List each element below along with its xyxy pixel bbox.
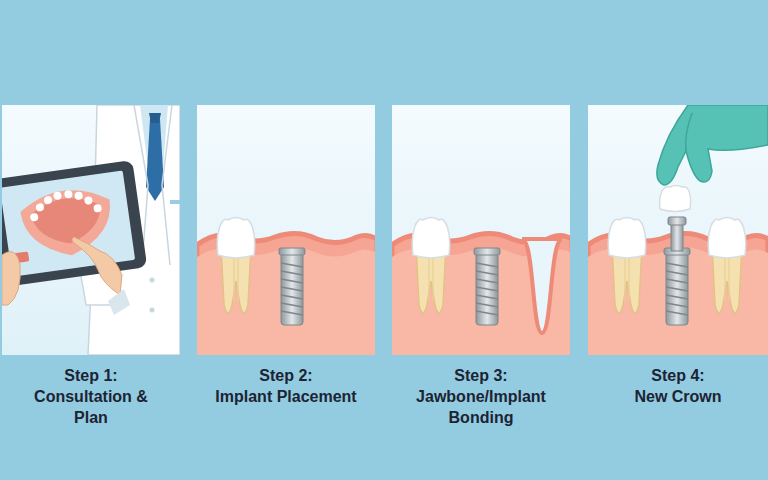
consultation-panel xyxy=(0,105,180,355)
step-panel: Step 2:Implant Placement xyxy=(197,105,375,355)
step-caption: Step 4:New Crown xyxy=(589,365,767,407)
step-number: Step 3: xyxy=(392,365,570,386)
step-caption: Step 3:Jawbone/Implant Bonding xyxy=(392,365,570,428)
step-number: Step 1: xyxy=(25,365,157,386)
step-title: Consultation & Plan xyxy=(25,386,157,428)
bone-bonding-panel xyxy=(392,105,572,355)
implant-placement-panel xyxy=(197,105,377,355)
step-number: Step 4: xyxy=(589,365,767,386)
step-title: Implant Placement xyxy=(197,386,375,407)
step-panel: Step 1:Consultation & Plan xyxy=(2,105,180,355)
step-caption: Step 2:Implant Placement xyxy=(197,365,375,407)
step-title: Jawbone/Implant Bonding xyxy=(392,386,570,428)
step-number: Step 2: xyxy=(197,365,375,386)
step-panel: Step 4:New Crown xyxy=(588,105,768,355)
step-title: New Crown xyxy=(589,386,767,407)
new-crown-panel xyxy=(588,105,768,355)
step-caption: Step 1:Consultation & Plan xyxy=(25,365,157,428)
step-panel: Step 3:Jawbone/Implant Bonding xyxy=(392,105,570,355)
